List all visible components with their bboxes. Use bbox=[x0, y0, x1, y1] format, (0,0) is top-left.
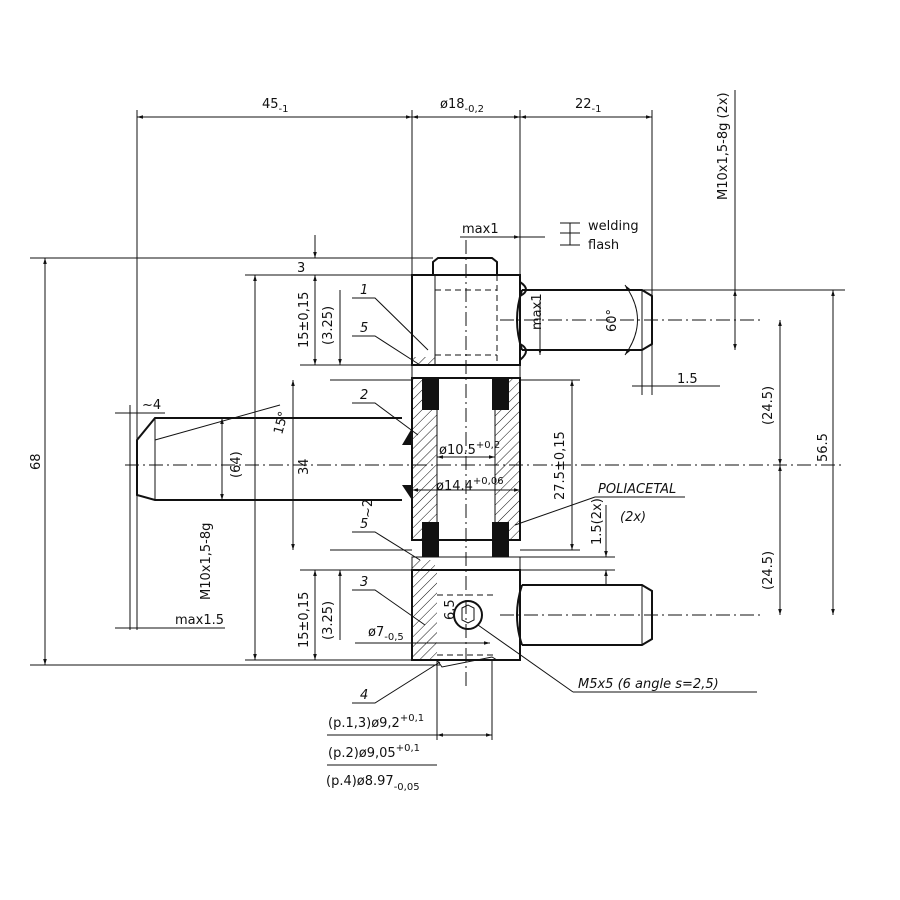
dimension-lines bbox=[30, 90, 845, 766]
dim-3-25-top: (3.25) bbox=[321, 306, 336, 345]
dim-1-5-2x: 1.5(2x) bbox=[590, 498, 605, 545]
dim-68: 68 bbox=[29, 453, 44, 470]
dim-27-5: 27.5±0,15 bbox=[553, 431, 568, 500]
poliacetal-bushing bbox=[422, 378, 439, 410]
callout-1: 1 bbox=[360, 283, 368, 298]
angle-60: 60° bbox=[605, 309, 620, 332]
dim-p4: (p.4)ø8.97-0,05 bbox=[326, 774, 420, 793]
dim-6-5: 6.5 bbox=[443, 599, 458, 620]
welding-label: welding bbox=[588, 219, 639, 234]
dimension-labels: 45-1 ø18-0,2 22-1 M10x1,5-8g (2x) max1 w… bbox=[29, 92, 831, 793]
dim-24-5-bottom: (24.5) bbox=[761, 551, 776, 590]
dim-p13: (p.1,3)ø9,2+0,1 bbox=[328, 713, 424, 731]
dim-max1-small: max1 bbox=[530, 293, 545, 330]
callout-5-bottom: 5 bbox=[360, 517, 368, 532]
callout-labels: 1 5 2 5 3 4 POLIACETAL (2x) M5x5 (6 angl… bbox=[360, 283, 719, 703]
poliacetal-bushing bbox=[492, 378, 509, 410]
dim-max1: max1 bbox=[462, 222, 499, 237]
dim-approx-2: ~2 bbox=[361, 499, 376, 518]
dim-3-25-bottom: (3.25) bbox=[321, 601, 336, 640]
dim-15-top: 15±0,15 bbox=[297, 292, 312, 348]
dim-thread-2x: M10x1,5-8g (2x) bbox=[716, 92, 731, 200]
callout-leaders bbox=[352, 297, 757, 704]
dim-3-top: 3 bbox=[297, 261, 305, 276]
material-qty: (2x) bbox=[620, 510, 646, 525]
dim-max1-5: max1.5 bbox=[175, 613, 224, 628]
dim-56-5: 56.5 bbox=[816, 433, 831, 462]
dim-64: (64) bbox=[229, 451, 244, 478]
angle-15: 15° bbox=[271, 410, 291, 436]
flash-label: flash bbox=[588, 238, 619, 253]
callout-4: 4 bbox=[360, 688, 368, 703]
dim-15-bottom: 15±0,15 bbox=[297, 592, 312, 648]
callout-2: 2 bbox=[360, 388, 368, 403]
dim-24-5-top: (24.5) bbox=[761, 386, 776, 425]
dim-34: 34 bbox=[297, 458, 312, 475]
dim-10-5: ø10.5+0,2 bbox=[439, 440, 500, 458]
callout-5-top: 5 bbox=[360, 321, 368, 336]
dim-45: 45-1 bbox=[262, 97, 289, 115]
dim-14-4: ø14.4+0,06 bbox=[436, 476, 504, 494]
dim-1-5: 1.5 bbox=[677, 372, 698, 387]
centerlines bbox=[125, 240, 845, 690]
dim-thread-left: M10x1,5-8g bbox=[199, 523, 214, 600]
hinge-body bbox=[136, 257, 653, 668]
dim-22: 22-1 bbox=[575, 97, 602, 115]
material-label: POLIACETAL bbox=[598, 482, 676, 497]
poliacetal-bushing bbox=[492, 522, 509, 557]
poliacetal-bushing bbox=[422, 522, 439, 557]
dim-18: ø18-0,2 bbox=[440, 97, 484, 115]
dim-p2: (p.2)ø9,05+0,1 bbox=[328, 743, 420, 761]
callout-3: 3 bbox=[360, 575, 368, 590]
screw-label: M5x5 (6 angle s=2,5) bbox=[578, 677, 719, 692]
dim-approx-4: ~4 bbox=[142, 398, 161, 413]
dim-7: ø7-0,5 bbox=[368, 625, 404, 643]
